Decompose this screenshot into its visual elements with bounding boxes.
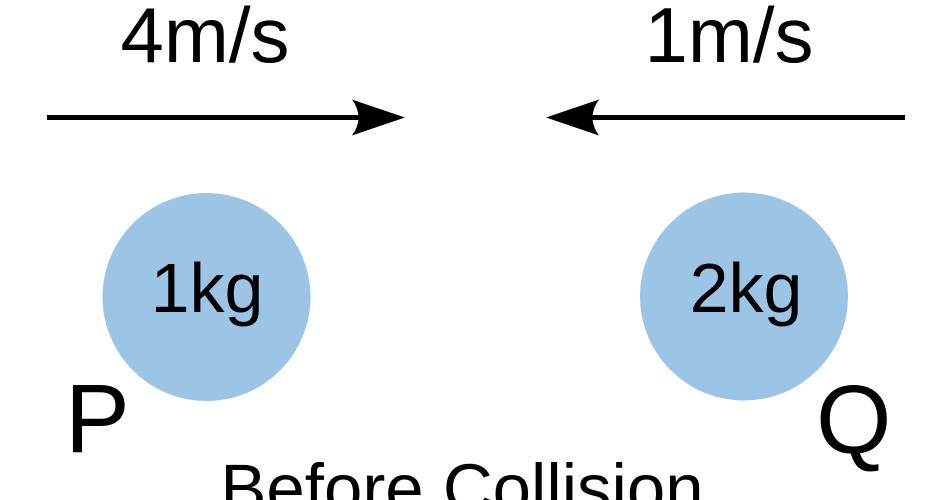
mass-label-p: 1kg [150,249,264,327]
ball-q-circle [640,192,848,401]
velocity-label-p: 4m/s [120,0,290,79]
ball-label-q: Q [816,365,892,474]
diagram-caption: Before Collision [220,450,704,500]
velocity-arrowhead-p-icon [352,99,405,136]
mass-label-q: 2kg [689,249,803,327]
velocity-arrowhead-q-icon [546,99,599,136]
velocity-label-q: 1m/s [644,0,814,79]
ball-label-p: P [65,364,130,473]
ball-p-circle [102,193,311,401]
